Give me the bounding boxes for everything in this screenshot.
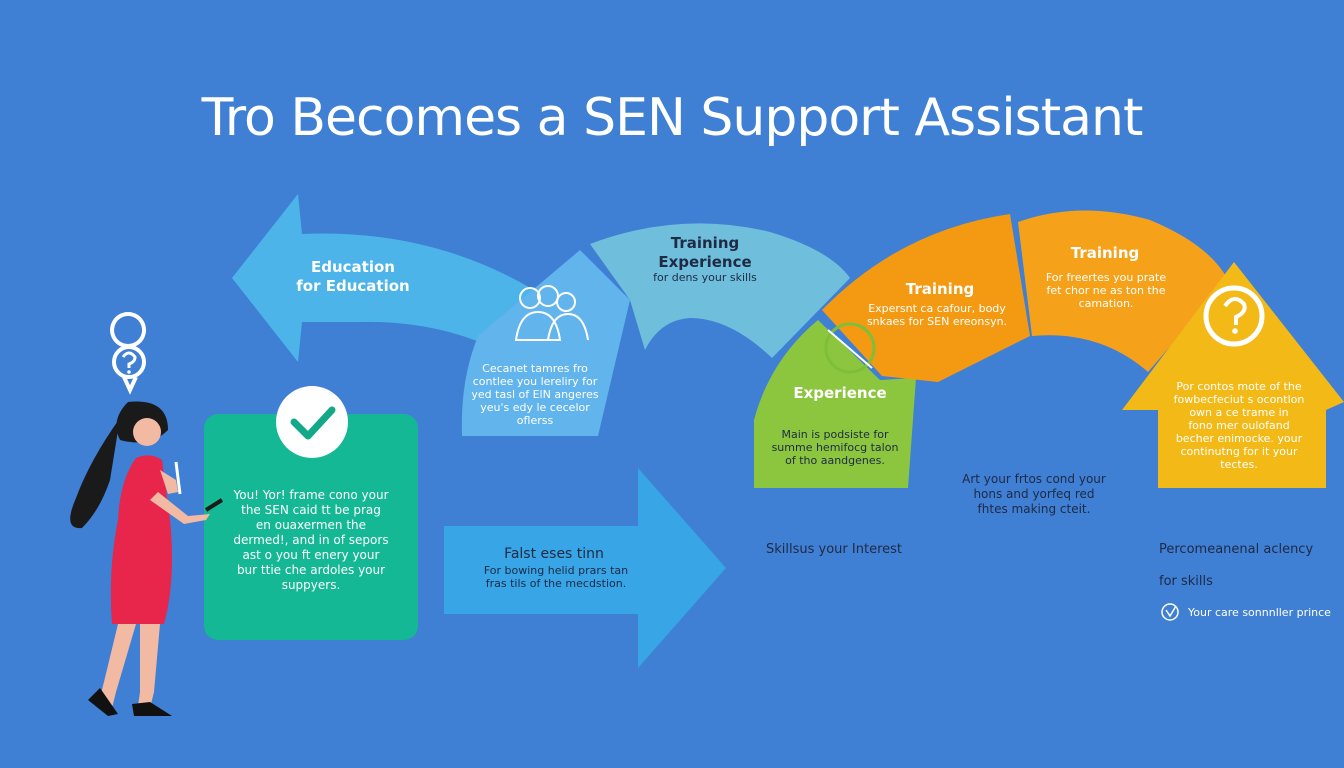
bottom-right-subtitle: for skills [1159,574,1213,589]
training-experience-segment [590,223,850,358]
training-right-segment [1018,210,1228,372]
info-icon [1203,285,1265,347]
question-icon [110,312,147,395]
skills-label: Skillsus your Interest [766,542,902,557]
woman-illustration [70,401,224,716]
training-text: Expersnt ca cafour, body snkaes for SEN … [866,302,1008,328]
yellow-house-text: Por contos mote of the fowbecfeciut s oc… [1173,380,1305,471]
progress-arrow [444,468,726,668]
target-icon [824,322,876,374]
training-right-text: For freertes you prate fet chor ne as to… [1045,271,1167,310]
bullet-icon [1161,603,1179,621]
experience-title: Experience [793,384,887,402]
training-experience-title: Training Experience [658,234,752,271]
team-icon [514,285,589,341]
feature-card [204,414,418,640]
progress-arrow-title: Falst eses tinn [504,546,604,562]
page-title: Tro Becomes a SEN Support Assistant [201,88,1144,148]
feature-card-text: You! Yor! frame cono your the SEN caid t… [233,488,389,592]
bottom-right-title: Percomeanenal aclency [1159,542,1314,557]
training-title: Training [905,280,975,298]
center-card-text: Cecanet tamres fro contlee you lereliry … [471,362,599,427]
training-experience-subtitle: for dens your skills [653,271,757,284]
center-step-card [461,250,630,436]
training-right-title: Training [1070,244,1140,262]
education-title: Education for Education [296,258,410,295]
education-arrow [232,194,582,362]
check-icon [276,386,348,458]
progress-arrow-text: For bowing helid prars tan fras tils of … [483,564,629,590]
experience-text: Main is podsiste for summe hemifocg talo… [771,428,899,467]
bottom-right-note: Your care sonnnller prince [1188,606,1331,619]
under-arc-text: Art your frtos cond your hons and yorfeq… [962,472,1106,516]
yellow-house-card [1122,262,1344,488]
experience-segment [754,320,916,488]
